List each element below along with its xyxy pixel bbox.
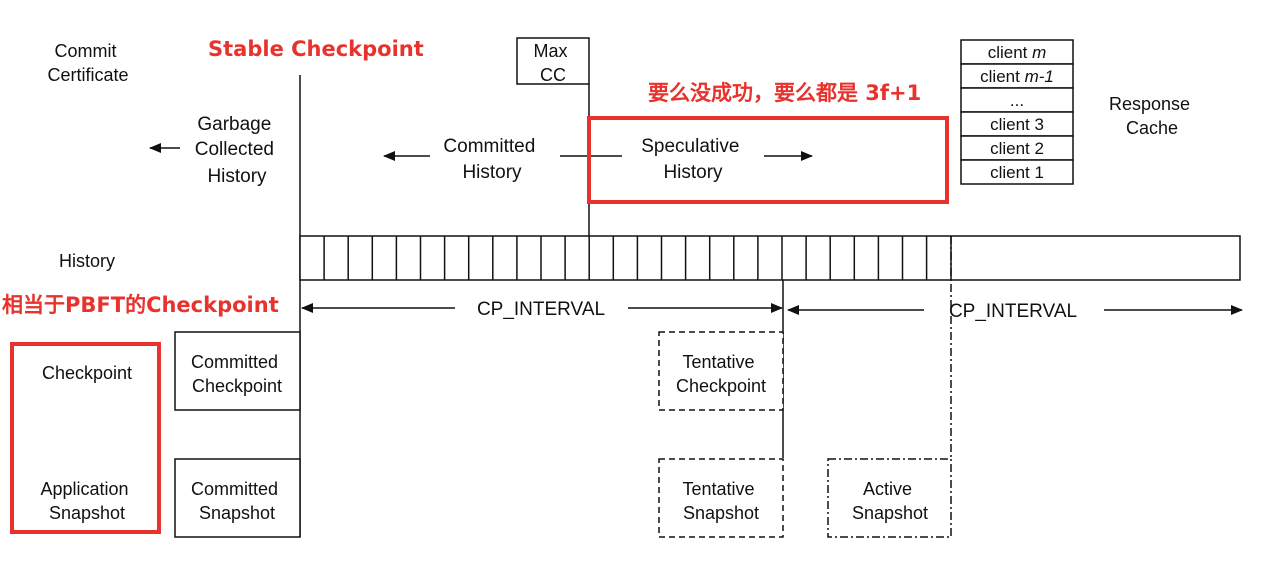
application-snapshot-legend-label: Application Snapshot: [40, 479, 133, 523]
committed-checkpoint-box: [174, 331, 301, 411]
response-cache-row-label: client m-1: [980, 67, 1054, 86]
tentative-snapshot-label: Tentative Snapshot: [682, 479, 759, 523]
tentative-snapshot-box: [658, 458, 784, 538]
tentative-checkpoint-box: [658, 331, 784, 411]
response-cache-label: Response Cache: [1109, 94, 1195, 138]
checkpoint-legend-label: Checkpoint: [42, 363, 132, 383]
committed-history-label: Committed History: [443, 136, 540, 183]
response-cache-row-label: client 3: [990, 115, 1044, 134]
active-snapshot-label: Active Snapshot: [852, 479, 928, 523]
committed-checkpoint-label: Committed Checkpoint: [191, 352, 283, 396]
history-tape-cells: [323, 236, 952, 280]
response-cache-row-label: client 2: [990, 139, 1044, 158]
cp-interval-2-label: CP_INTERVAL: [949, 301, 1077, 322]
cp-interval-1-label: CP_INTERVAL: [477, 299, 605, 320]
response-cache-row-label: client 1: [990, 163, 1044, 182]
either-or-annotation: 要么没成功，要么都是 3f+1: [648, 81, 921, 105]
history-label: History: [59, 251, 115, 271]
response-cache-row: [960, 87, 1074, 113]
max-cc-label: Max CC: [533, 41, 572, 85]
stable-checkpoint-annotation: Stable Checkpoint: [208, 37, 424, 61]
tentative-checkpoint-label: Tentative Checkpoint: [676, 352, 766, 396]
speculative-history-label: Speculative History: [641, 136, 745, 183]
response-cache-row-label: ...: [1010, 91, 1024, 110]
pbft-checkpoint-annotation: 相当于PBFT的Checkpoint: [2, 293, 279, 317]
response-cache-row-label: client m: [988, 43, 1047, 62]
history-tape: [299, 235, 1241, 281]
committed-snapshot-box: [174, 458, 301, 538]
speculative-history-highlight: [587, 116, 949, 204]
active-snapshot-box: [827, 458, 952, 538]
response-cache-row: [960, 159, 1074, 185]
committed-snapshot-label: Committed Snapshot: [191, 479, 283, 523]
response-cache-row: [960, 63, 1074, 89]
pbft-legend-highlight: [10, 342, 161, 534]
response-cache-row: [960, 39, 1074, 65]
garbage-collected-history-label: Garbage Collected History: [195, 114, 280, 187]
response-cache-row: [960, 111, 1074, 137]
max-cc-box: [516, 37, 590, 85]
commit-certificate-label: Commit Certificate: [47, 41, 128, 85]
response-cache-stack: client m client m-1... client 3 client 2 cli…: [960, 39, 1074, 185]
response-cache-row: [960, 135, 1074, 161]
